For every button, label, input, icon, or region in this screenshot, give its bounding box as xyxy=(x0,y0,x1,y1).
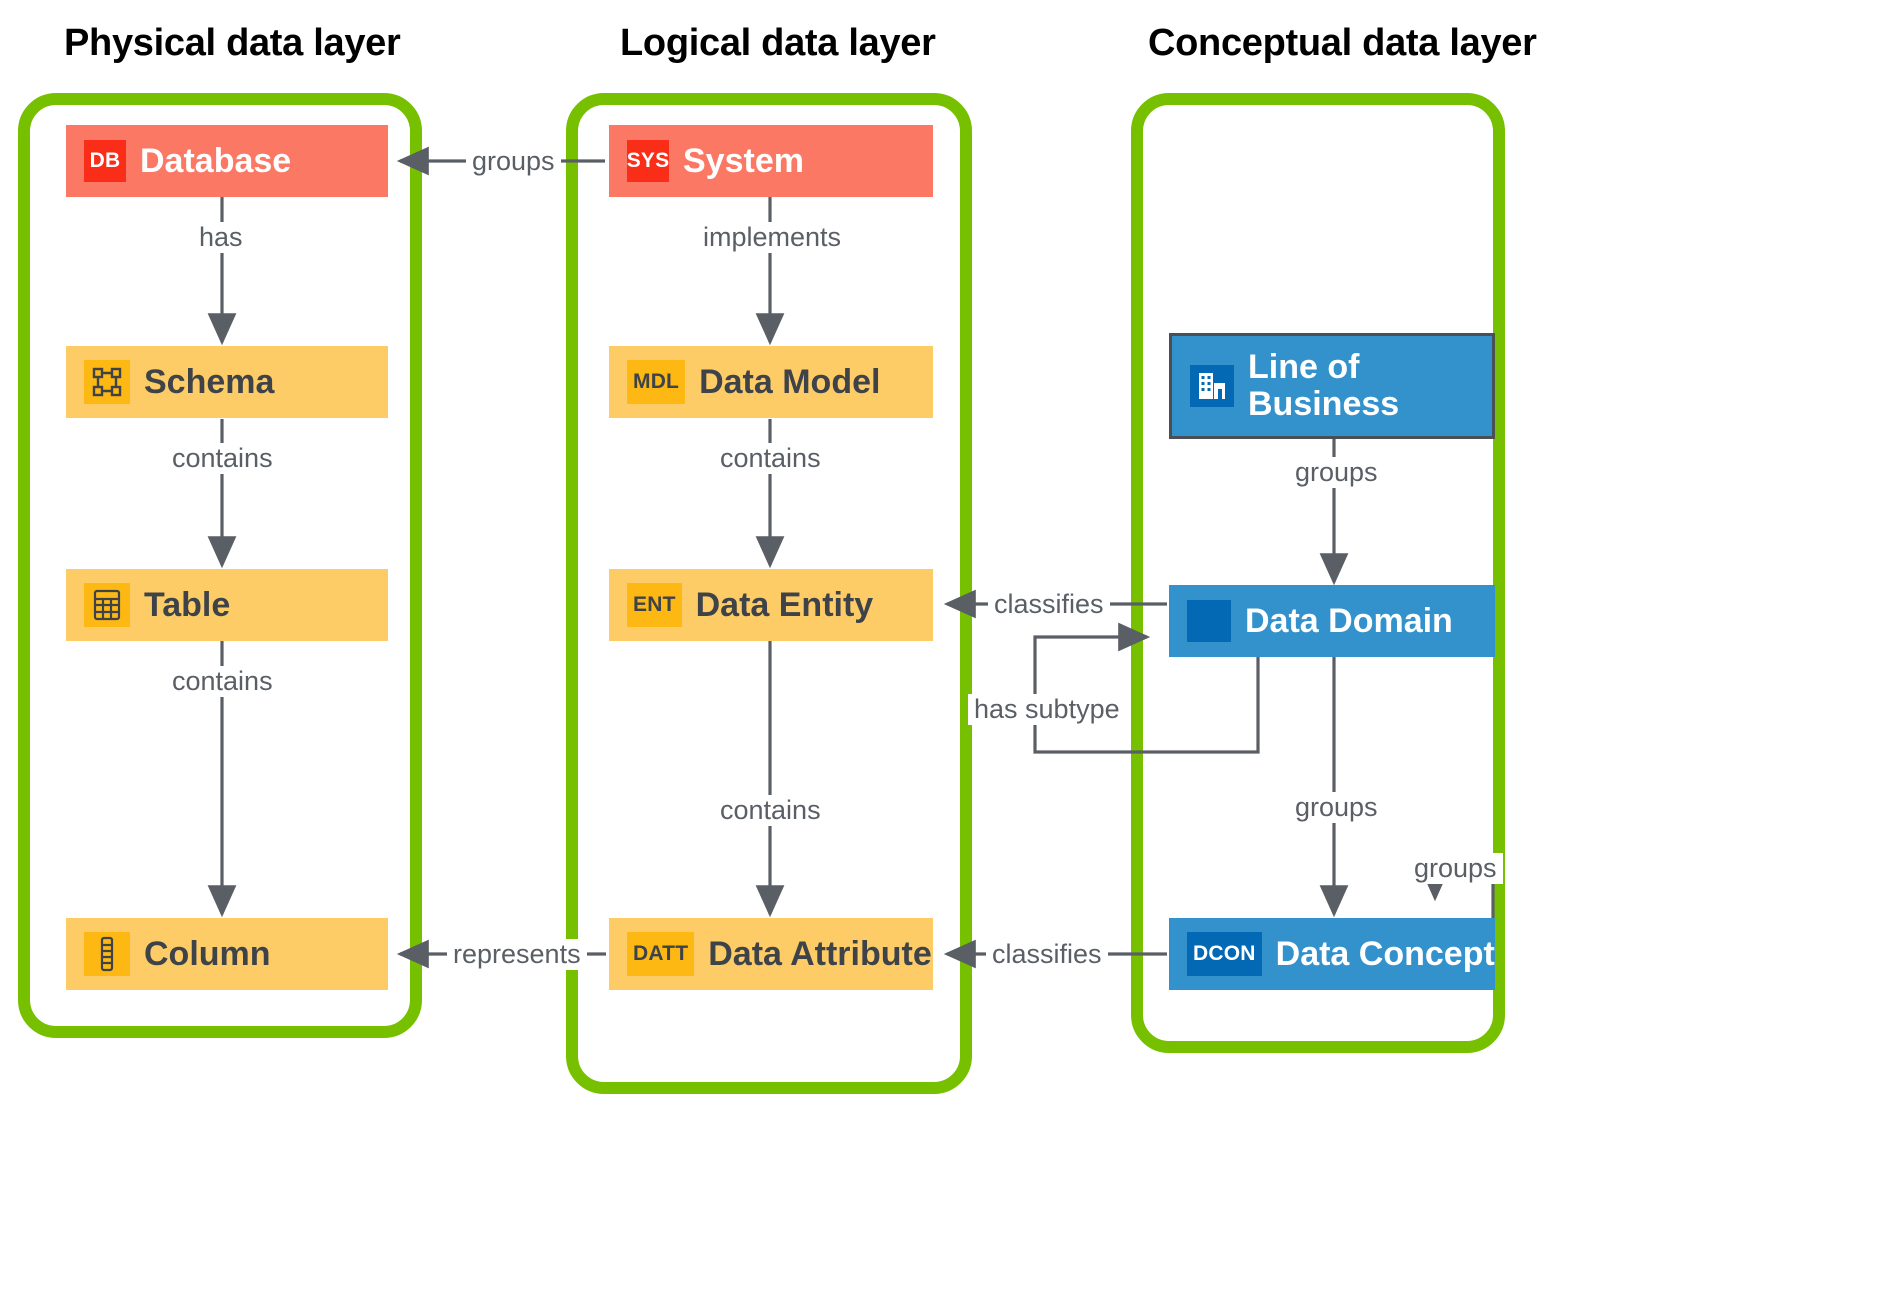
edge-label-data-domain-groups-data-concept: groups xyxy=(1289,792,1384,823)
edge-label-line-of-business-groups-data-domain: groups xyxy=(1289,457,1384,488)
column-icon xyxy=(84,932,130,976)
node-data-domain[interactable]: Data Domain xyxy=(1169,585,1495,657)
node-data-domain-label: Data Domain xyxy=(1245,601,1453,640)
building-icon xyxy=(1190,365,1234,407)
layer-container-physical xyxy=(18,93,422,1038)
node-data-model-label: Data Model xyxy=(699,362,881,401)
node-column-label: Column xyxy=(144,934,271,973)
database-icon: DB xyxy=(84,140,126,182)
node-data-concept[interactable]: DCON Data Concept xyxy=(1169,918,1495,990)
edge-label-system-groups-database: groups xyxy=(466,146,561,177)
attribute-badge-icon: DATT xyxy=(627,932,695,976)
layer-title-physical: Physical data layer xyxy=(64,22,401,64)
node-column[interactable]: Column xyxy=(66,918,388,990)
domain-square-icon xyxy=(1187,600,1231,642)
node-data-attribute[interactable]: DATT Data Attribute xyxy=(609,918,933,990)
edge-label-data-concept-classifies-data-attribute: classifies xyxy=(986,939,1108,970)
concept-badge-icon: DCON xyxy=(1187,932,1262,976)
node-schema[interactable]: Schema xyxy=(66,346,388,418)
node-data-entity[interactable]: ENT Data Entity xyxy=(609,569,933,641)
edge-label-table-contains-column: contains xyxy=(166,666,279,697)
table-grid-icon xyxy=(84,583,130,627)
node-line-of-business-label: Line of Business xyxy=(1248,348,1400,423)
node-schema-label: Schema xyxy=(144,362,275,401)
schema-nodes-icon xyxy=(84,360,130,404)
edge-label-data-domain-classifies-data-entity: classifies xyxy=(988,589,1110,620)
node-data-entity-label: Data Entity xyxy=(695,585,874,624)
model-badge-icon: MDL xyxy=(627,360,686,404)
node-system-label: System xyxy=(683,141,804,180)
edge-label-data-model-contains-data-entity: contains xyxy=(714,443,827,474)
edge-label-data-concept-groups-data-concept: groups xyxy=(1408,853,1503,884)
edge-label-system-implements-data-model: implements xyxy=(697,222,848,253)
edge-label-data-attribute-represents-column: represents xyxy=(447,939,587,970)
layer-title-logical: Logical data layer xyxy=(620,22,936,64)
edge-label-data-domain-has-subtype: has subtype xyxy=(968,694,1126,725)
node-system[interactable]: SYS System xyxy=(609,125,933,197)
node-database[interactable]: DB Database xyxy=(66,125,388,197)
node-line-of-business[interactable]: Line of Business xyxy=(1169,333,1495,439)
node-database-label: Database xyxy=(140,141,292,180)
system-badge-icon: SYS xyxy=(627,140,669,182)
edge-label-schema-contains-table: contains xyxy=(166,443,279,474)
node-table[interactable]: Table xyxy=(66,569,388,641)
layer-container-conceptual xyxy=(1131,93,1505,1053)
node-table-label: Table xyxy=(144,585,231,624)
entity-badge-icon: ENT xyxy=(627,583,682,627)
edge-label-database-has-schema: has xyxy=(193,222,249,253)
edge-label-data-entity-contains-data-attribute: contains xyxy=(714,795,827,826)
node-data-concept-label: Data Concept xyxy=(1275,934,1495,973)
layer-title-conceptual: Conceptual data layer xyxy=(1148,22,1537,64)
node-data-model[interactable]: MDL Data Model xyxy=(609,346,933,418)
node-data-attribute-label: Data Attribute xyxy=(708,934,932,973)
